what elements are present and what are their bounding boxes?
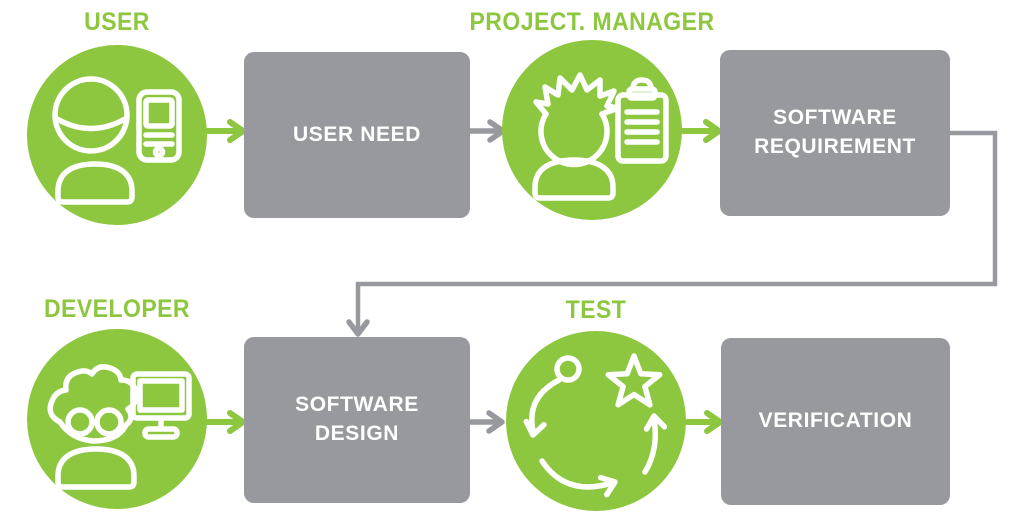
person-with-clipboard-icon [532,72,669,201]
arrow-software-design-to-test [467,410,505,434]
person-with-monitor-icon [47,364,192,490]
project-manager-node [502,40,682,220]
software-requirement-box: SOFTWARE REQUIREMENT [720,50,950,216]
project-manager-label: PROJECT. MANAGER [469,8,715,36]
developer-label: DEVELOPER [43,295,190,323]
user-need-box: USER NEED [244,52,470,218]
arrow-project-manager-to-software-requirement [680,119,722,143]
test-node [506,331,686,511]
cycle-with-star-icon [523,353,668,498]
arrow-user-to-user-need [203,119,246,143]
test-label: TEST [565,296,627,324]
verification-box: VERIFICATION [721,338,950,505]
user-label: USER [84,8,150,36]
arrow-developer-to-software-design [203,410,246,434]
arrow-user-need-to-project-manager [467,119,506,143]
user-with-phone-icon [52,76,182,205]
arrow-test-to-verification [684,410,723,434]
user-node [27,45,207,225]
software-design-box: SOFTWARE DESIGN [244,337,470,503]
developer-node [27,329,207,509]
